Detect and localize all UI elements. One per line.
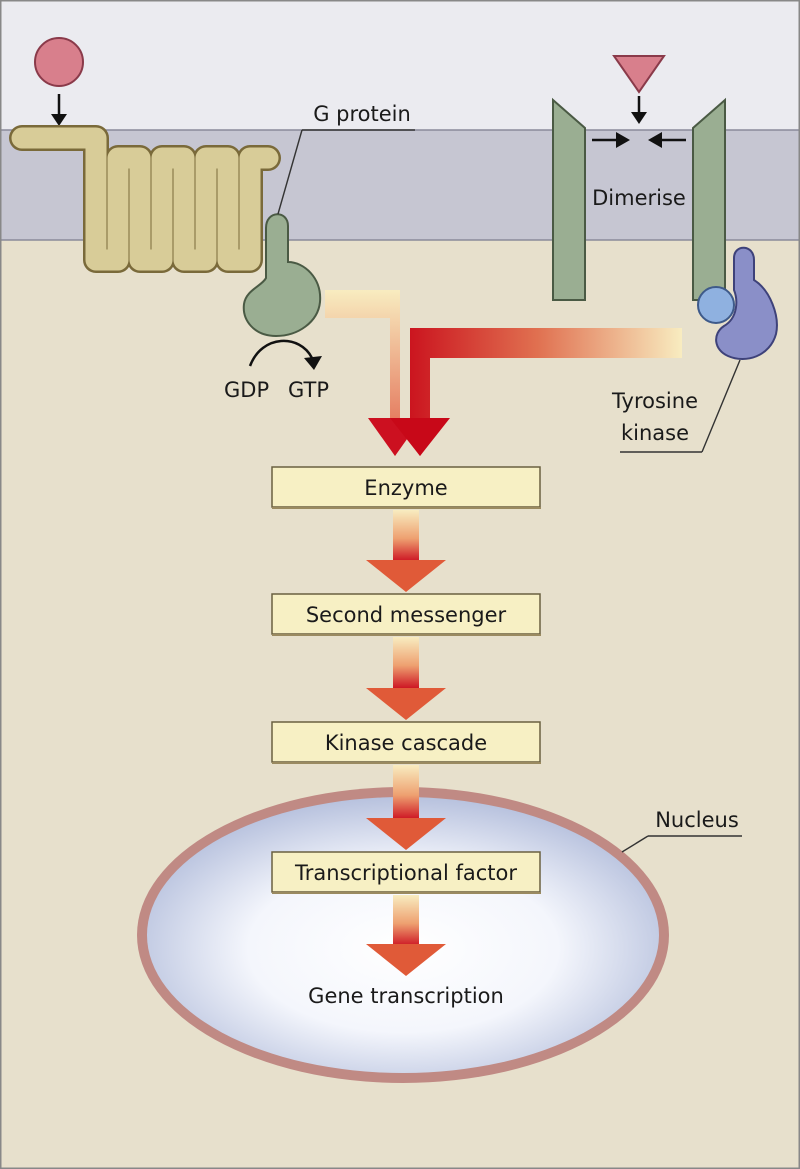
ligand-circle — [34, 37, 84, 87]
receptor-left — [552, 97, 586, 301]
gtp-label: GTP — [288, 378, 329, 402]
dimerise-label: Dimerise — [592, 186, 686, 210]
gdp-label: GDP — [224, 378, 269, 402]
ligand-triangle — [612, 55, 666, 94]
g-protein-label: G protein — [313, 102, 411, 126]
receptor-right — [692, 97, 726, 301]
tyrosine-kinase-label-line2: kinase — [621, 421, 689, 445]
step-enzyme-label: Enzyme — [364, 476, 447, 500]
triangle-arrow-icon — [631, 96, 647, 124]
arrow-second-messenger-to-kinase-cascade — [366, 637, 446, 720]
arrow-kinase-cascade-to-transcriptional-factor — [366, 765, 446, 850]
arrow-transcriptional-factor-to-gene-transcription — [366, 895, 446, 976]
tyrosine-kinase-label-line1: Tyrosine — [611, 389, 698, 413]
step-transcriptional-factor: Transcriptional factor — [271, 851, 541, 894]
extracellular-space — [0, 0, 800, 130]
dimerise-arrows-icon — [592, 132, 686, 148]
step-second-messenger-label: Second messenger — [306, 603, 507, 627]
gene-transcription-label: Gene transcription — [308, 984, 504, 1008]
step-enzyme: Enzyme — [271, 466, 541, 509]
arrow-enzyme-to-second-messenger — [366, 510, 446, 592]
tyrosine-kinase-shape — [715, 246, 778, 360]
step-kinase-cascade: Kinase cascade — [271, 721, 541, 764]
g-protein-shape — [242, 213, 322, 338]
step-second-messenger: Second messenger — [271, 593, 541, 636]
tyrosine-kinase-pathway-arrow — [390, 328, 682, 456]
gdp-gtp-arrow-icon — [248, 339, 322, 370]
step-transcriptional-factor-label: Transcriptional factor — [294, 861, 517, 885]
tyrosine-kinase-ball — [697, 286, 735, 324]
nucleus-label: Nucleus — [655, 808, 739, 832]
step-kinase-cascade-label: Kinase cascade — [325, 731, 487, 755]
ligand-arrow-icon — [51, 94, 67, 126]
